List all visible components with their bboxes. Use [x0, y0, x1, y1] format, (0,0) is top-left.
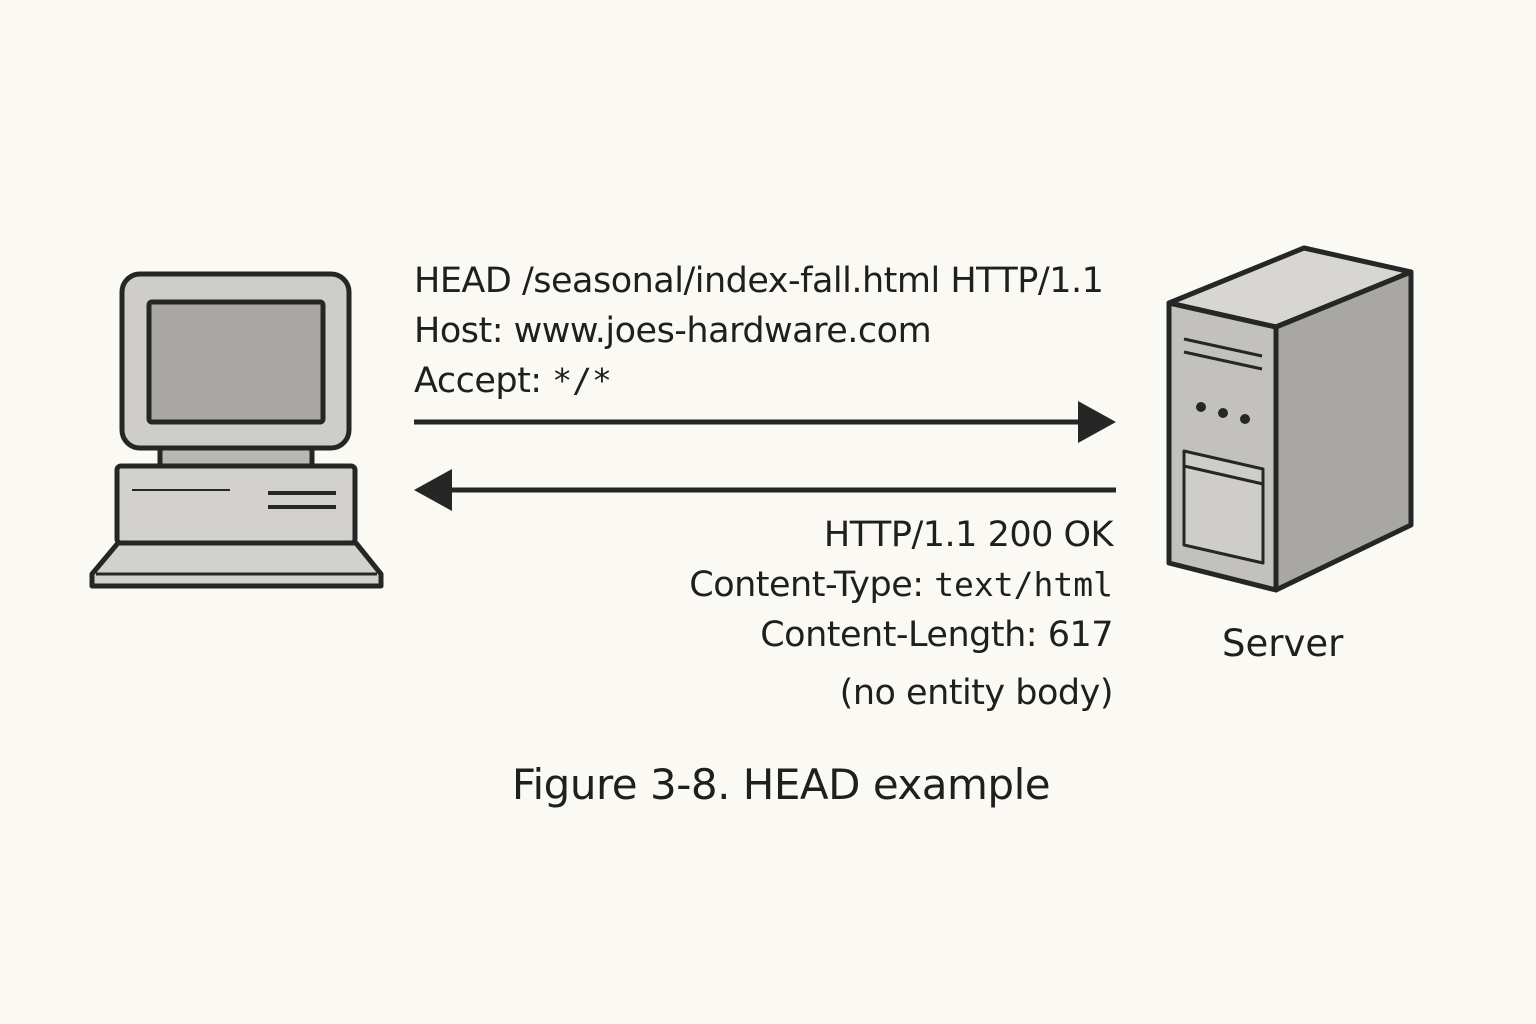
content-type-header: Content-Type: text/html — [689, 560, 1113, 610]
accept-header-label: Accept: — [414, 361, 553, 401]
accept-header: Accept: */* — [414, 356, 1103, 406]
accept-header-value: */* — [552, 361, 612, 400]
request-message: HEAD /seasonal/index-fall.html HTTP/1.1 … — [414, 256, 1104, 406]
response-arrow — [414, 469, 1116, 511]
host-header-value: www.joes-hardware.com — [513, 311, 932, 351]
content-type-label: Content-Type: — [689, 565, 935, 605]
server-label: Server — [1222, 622, 1344, 665]
content-length-label: Content-Length: — [760, 615, 1048, 655]
host-header-label: Host: — [414, 311, 514, 351]
host-header: Host: www.joes-hardware.com — [414, 306, 1103, 356]
content-type-value: text/html — [934, 565, 1113, 604]
computer-icon — [89, 271, 384, 589]
figure-caption: Figure 3-8. HEAD example — [511, 760, 1051, 809]
status-line: HTTP/1.1 200 OK — [823, 515, 1114, 555]
server-tower-icon — [1166, 245, 1414, 593]
content-length-value: 617 — [1047, 615, 1114, 655]
entity-body-note: (no entity body) — [839, 673, 1114, 713]
request-arrow — [414, 401, 1116, 443]
response-message: HTTP/1.1 200 OK Content-Type: text/html … — [689, 510, 1113, 718]
content-length-header: Content-Length: 617 — [689, 610, 1113, 660]
request-line: HEAD /seasonal/index-fall.html HTTP/1.1 — [414, 261, 1104, 301]
